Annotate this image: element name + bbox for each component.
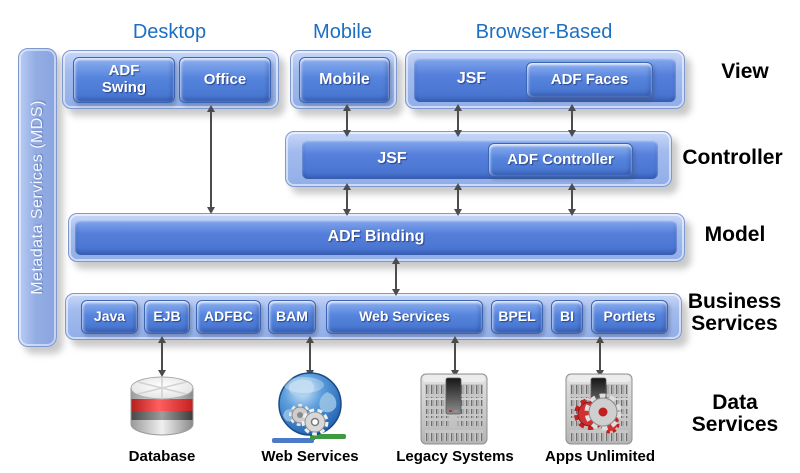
adf-swing-label: ADF Swing (101, 62, 147, 96)
office-label: Office (203, 70, 247, 88)
ejb-box: EJB (144, 300, 190, 334)
arrow-business-to-database (158, 336, 166, 377)
legacy-server-icon (420, 373, 488, 445)
adfbc-label: ADFBC (204, 308, 253, 325)
adf-binding-label: ADF Binding (327, 228, 425, 245)
adf-binding-bar: ADF Binding (75, 219, 677, 255)
web-services-box-label: Web Services (359, 308, 450, 325)
database-label: Database (128, 448, 196, 465)
arrow-controller-to-model-2 (454, 183, 462, 216)
bi-box: BI (551, 300, 583, 334)
browser-based-channel-label: Browser-Based (475, 21, 613, 43)
database-icon (130, 376, 194, 436)
web-services-label: Web Services (261, 448, 359, 465)
web-services-box: Web Services (326, 300, 483, 334)
adf-swing-box: ADF Swing (73, 57, 175, 103)
portlets-label: Portlets (603, 308, 656, 325)
mobile-channel-label: Mobile (313, 21, 372, 43)
apps-unlimited-label: Apps Unlimited (544, 448, 655, 465)
business-services-layer-label: Business Services (687, 290, 782, 335)
arrow-adffaces-to-controller (568, 104, 576, 137)
legacy-systems-label: Legacy Systems (396, 448, 514, 465)
desktop-channel-label: Desktop (132, 21, 207, 43)
view-browser-container: JSF ADF Faces (405, 50, 685, 109)
office-box: Office (179, 57, 271, 103)
metadata-services-bar: Metadata Services (MDS) (18, 48, 57, 347)
portlets-box: Portlets (591, 300, 668, 334)
java-label: Java (93, 308, 126, 325)
adfbc-box: ADFBC (196, 300, 261, 334)
adf-faces-label: ADF Faces (550, 70, 629, 88)
mobile-box: Mobile (299, 57, 390, 103)
data-services-layer-label: Data Services (691, 391, 779, 436)
view-layer-label: View (721, 60, 769, 83)
java-box: Java (81, 300, 138, 334)
arrow-mobile-to-controller (343, 104, 351, 137)
business-services-container: Java EJB ADFBC BAM Web Services BPEL BI … (65, 293, 682, 340)
controller-layer-label: Controller (682, 146, 783, 169)
bam-box: BAM (268, 300, 316, 334)
ejb-label: EJB (153, 308, 181, 325)
adf-controller-label: ADF Controller (507, 150, 614, 168)
adf-controller-box: ADF Controller (488, 143, 633, 177)
metadata-services-label: Metadata Services (MDS) (28, 100, 46, 295)
bi-label: BI (560, 308, 574, 325)
arrow-controller-to-model-3 (568, 183, 576, 216)
view-mobile-container: Mobile (290, 50, 397, 109)
arrow-business-to-webservices (306, 336, 314, 377)
view-jsf-label: JSF (456, 70, 487, 87)
controller-inner-bar: JSF ADF Controller (302, 139, 658, 179)
arrow-model-to-business (392, 257, 400, 296)
arrow-business-to-legacy (451, 336, 459, 377)
controller-container: JSF ADF Controller (285, 131, 672, 187)
web-services-globe-icon (272, 372, 346, 443)
bam-label: BAM (276, 308, 308, 325)
arrow-controller-to-model-1 (343, 183, 351, 216)
bpel-label: BPEL (498, 308, 536, 325)
adf-faces-box: ADF Faces (526, 62, 653, 98)
controller-jsf-label: JSF (377, 150, 407, 167)
bpel-box: BPEL (491, 300, 543, 334)
arrow-desktop-to-model (207, 105, 215, 214)
arrow-jsf-to-controller (454, 104, 462, 137)
mobile-box-label: Mobile (319, 71, 370, 89)
view-desktop-container: ADF Swing Office (62, 50, 279, 109)
apps-unlimited-server-icon (565, 373, 633, 445)
arrow-business-to-apps (596, 336, 604, 377)
model-layer-label: Model (704, 223, 766, 246)
view-browser-inner-bar: JSF ADF Faces (414, 57, 676, 102)
model-container: ADF Binding (68, 213, 685, 262)
